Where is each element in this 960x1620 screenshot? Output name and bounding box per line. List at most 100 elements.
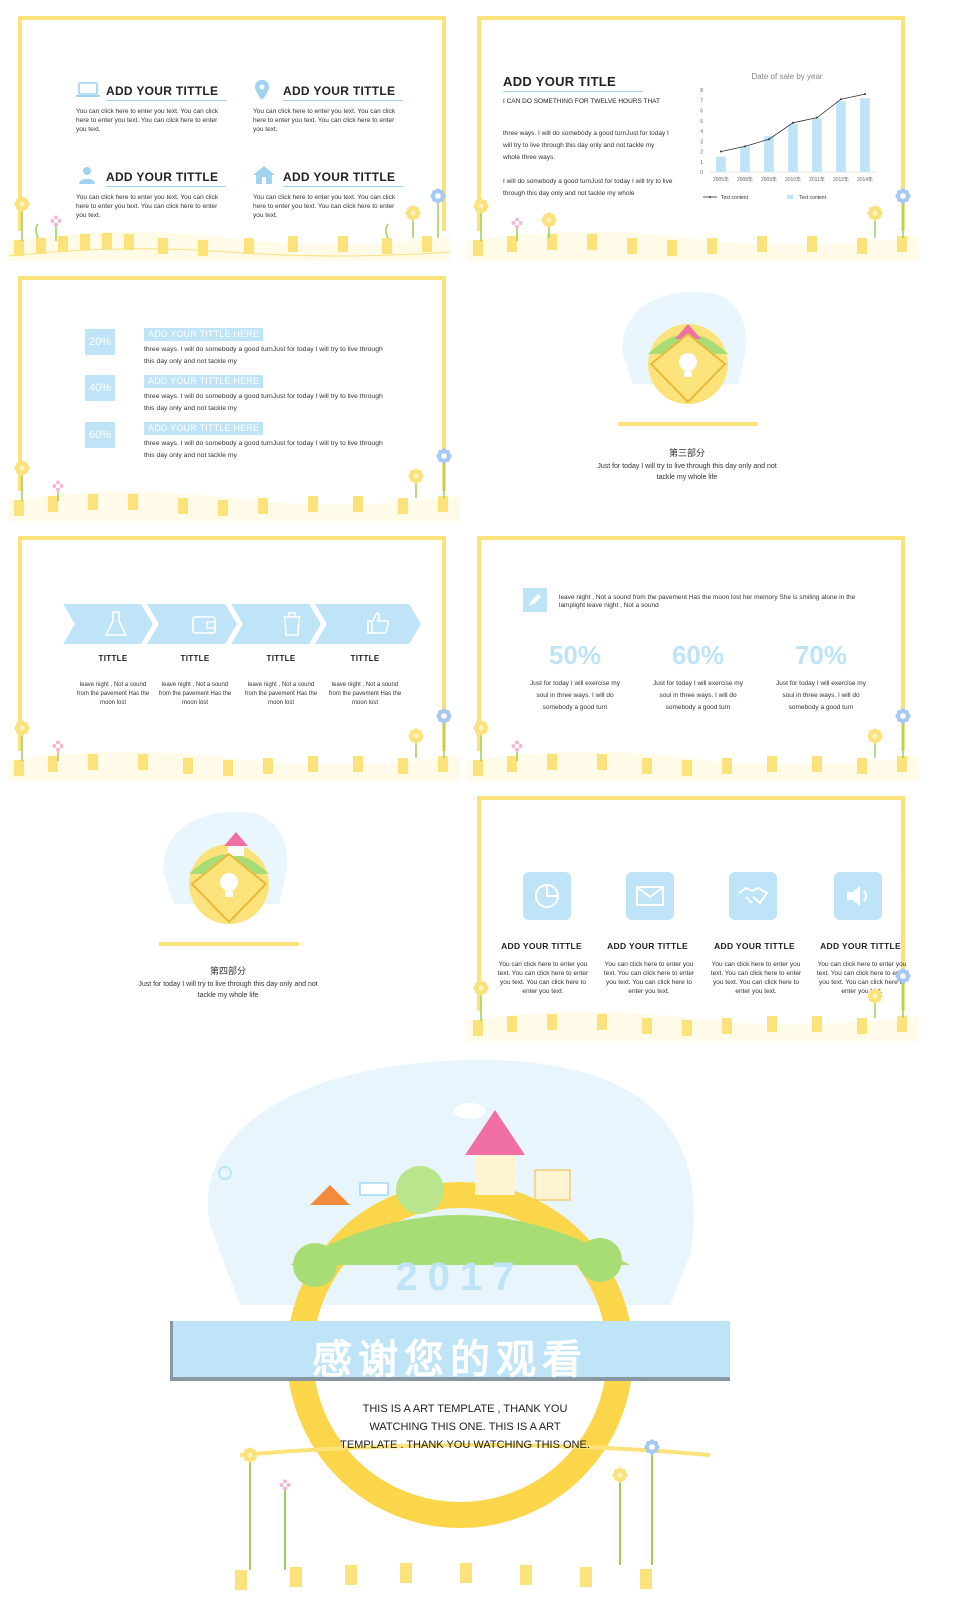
feature-title: ADD YOUR TITTLE [820, 941, 901, 951]
cloud-world-illustration [159, 811, 299, 946]
thanks-banner [170, 1321, 730, 1381]
feature-text: You can click here to enter you text. Yo… [253, 108, 396, 133]
y-tick-label: 3 [700, 139, 703, 145]
bar [716, 156, 726, 172]
y-tick-label: 5 [700, 119, 703, 125]
section-title: 第四部分 [209, 966, 246, 976]
slide-1[interactable]: ADD YOUR TITTLE You can click here to en… [7, 16, 451, 261]
slide-8[interactable]: ADD YOUR TITTLE You can click here to en… [467, 796, 919, 1041]
slide-subtitle: I CAN DO SOMETHING FOR TWELVE HOURS THAT [503, 98, 660, 105]
percent-badge: 60% [85, 422, 115, 448]
line-point [840, 98, 842, 101]
house-icon [253, 166, 275, 184]
trash-icon [283, 612, 301, 636]
lightbulb-icon [679, 353, 697, 371]
row-label: ADD YOUR TITTLE HERE [144, 328, 264, 341]
feature-text: You can click here to enter you text. Yo… [816, 961, 908, 995]
line-point [816, 116, 818, 119]
icon-tile [626, 872, 674, 920]
slide-title: ADD YOUR TITLE [503, 74, 643, 92]
x-tick-label: 2010年 [785, 176, 801, 183]
chart-title: Date of sale by year [751, 72, 823, 81]
row-text: three ways. I will do somebody a good tu… [144, 346, 383, 365]
stat-value: 70% [794, 640, 848, 670]
thumbs-up-icon [367, 612, 390, 634]
feature-title: ADD YOUR TITTLE [607, 941, 688, 951]
bar [740, 146, 750, 172]
slide-frame [18, 16, 446, 231]
x-tick-label: 2011年 [809, 176, 825, 183]
y-tick-label: 0 [700, 170, 703, 176]
icon-tile [523, 872, 571, 920]
ground-decoration [8, 448, 460, 521]
bar [764, 136, 774, 172]
feature-text: You can click here to enter you text. Yo… [603, 961, 695, 995]
slide-frame [477, 536, 905, 751]
feature-title: ADD YOUR TITTLE [106, 170, 226, 187]
section-text: Just for today I will try to live throug… [597, 463, 777, 481]
row-label: ADD YOUR TITTLE HERE [144, 422, 264, 435]
intro-text: leave night , Not a sound from the pavem… [559, 594, 856, 609]
slide-frame [18, 276, 446, 491]
legend-line-marker [709, 196, 711, 198]
handshake-icon [738, 886, 768, 905]
y-tick-label: 7 [700, 98, 703, 104]
lightbulb-icon [220, 873, 238, 891]
stat-text: Just for today I will exercise my soul i… [776, 680, 866, 711]
bar [788, 123, 798, 172]
y-tick-label: 6 [700, 109, 703, 115]
slide-7[interactable]: 第四部分 Just for today I will try to live t… [8, 796, 460, 1041]
slide-frame [18, 536, 446, 751]
x-tick-label: 2012年 [833, 176, 849, 183]
bar [836, 101, 846, 172]
y-tick-label: 4 [700, 129, 703, 135]
line-point [768, 138, 770, 141]
percent-badge: 40% [85, 375, 115, 401]
icon-tile [834, 872, 882, 920]
y-tick-label: 2 [700, 150, 703, 156]
ground-decoration [7, 188, 451, 261]
thank-you-slide[interactable]: 2017 感谢您的观看 THIS IS A ART TEMPLATE , THA… [150, 1055, 810, 1610]
stat-text: Just for today I will exercise my soul i… [530, 680, 620, 711]
slide-3[interactable]: 20% ADD YOUR TITTLE HERE three ways. I w… [8, 276, 460, 521]
step-text: leave night , Not a sound from the pavem… [158, 682, 232, 706]
feature-text: You can click here to enter you text. Yo… [497, 961, 589, 995]
percent-badge: 20% [85, 329, 115, 355]
feature-text: You can click here to enter you text. Yo… [76, 108, 219, 133]
step-title: TITTLE [350, 654, 380, 663]
x-tick-label: 2014年 [857, 176, 873, 183]
thanks-caption: THIS IS A ART TEMPLATE , THANK YOU WATCH… [340, 1403, 590, 1451]
feature-title: ADD YOUR TITTLE [106, 84, 226, 101]
slide-2[interactable]: ADD YOUR TITLE I CAN DO SOMETHING FOR TW… [467, 16, 919, 261]
y-tick-label: 1 [700, 160, 703, 166]
ground-decoration [8, 708, 460, 781]
slide-frame [477, 796, 905, 1011]
legend-bar-swatch [787, 195, 793, 199]
flask-icon [105, 611, 127, 636]
step-title: TITTLE [180, 654, 210, 663]
thanks-title: 感谢您的观看 [312, 1337, 588, 1383]
slide-6[interactable]: leave night , Not a sound from the pavem… [467, 536, 919, 781]
line-point [864, 93, 866, 96]
stat-value: 60% [671, 640, 725, 670]
feature-title: ADD YOUR TITTLE [283, 170, 403, 187]
stat-value: 50% [548, 640, 602, 670]
slide-5[interactable]: TITTLE leave night , Not a sound from th… [8, 536, 460, 781]
pie-chart-icon [535, 884, 559, 908]
feature-title: ADD YOUR TITTLE [501, 941, 582, 951]
body-paragraph: three ways. I will do somebody a good tu… [503, 130, 669, 161]
laptop-icon [76, 82, 100, 97]
slide-4[interactable]: 第三部分 Just for today I will try to live t… [467, 276, 919, 521]
line-point [744, 145, 746, 148]
x-tick-label: 2009年 [761, 176, 777, 183]
cloud-world-illustration [618, 291, 758, 426]
feature-text: You can click here to enter you text. Yo… [710, 961, 802, 995]
icon-tile [729, 872, 777, 920]
ground-decoration [467, 188, 919, 261]
body-paragraph: I will do somebody a good turnJust for t… [503, 178, 673, 197]
ground-decoration [467, 968, 919, 1041]
bar [860, 98, 870, 172]
section-title: 第三部分 [668, 448, 705, 458]
feature-text: You can click here to enter you text. Yo… [253, 194, 396, 219]
